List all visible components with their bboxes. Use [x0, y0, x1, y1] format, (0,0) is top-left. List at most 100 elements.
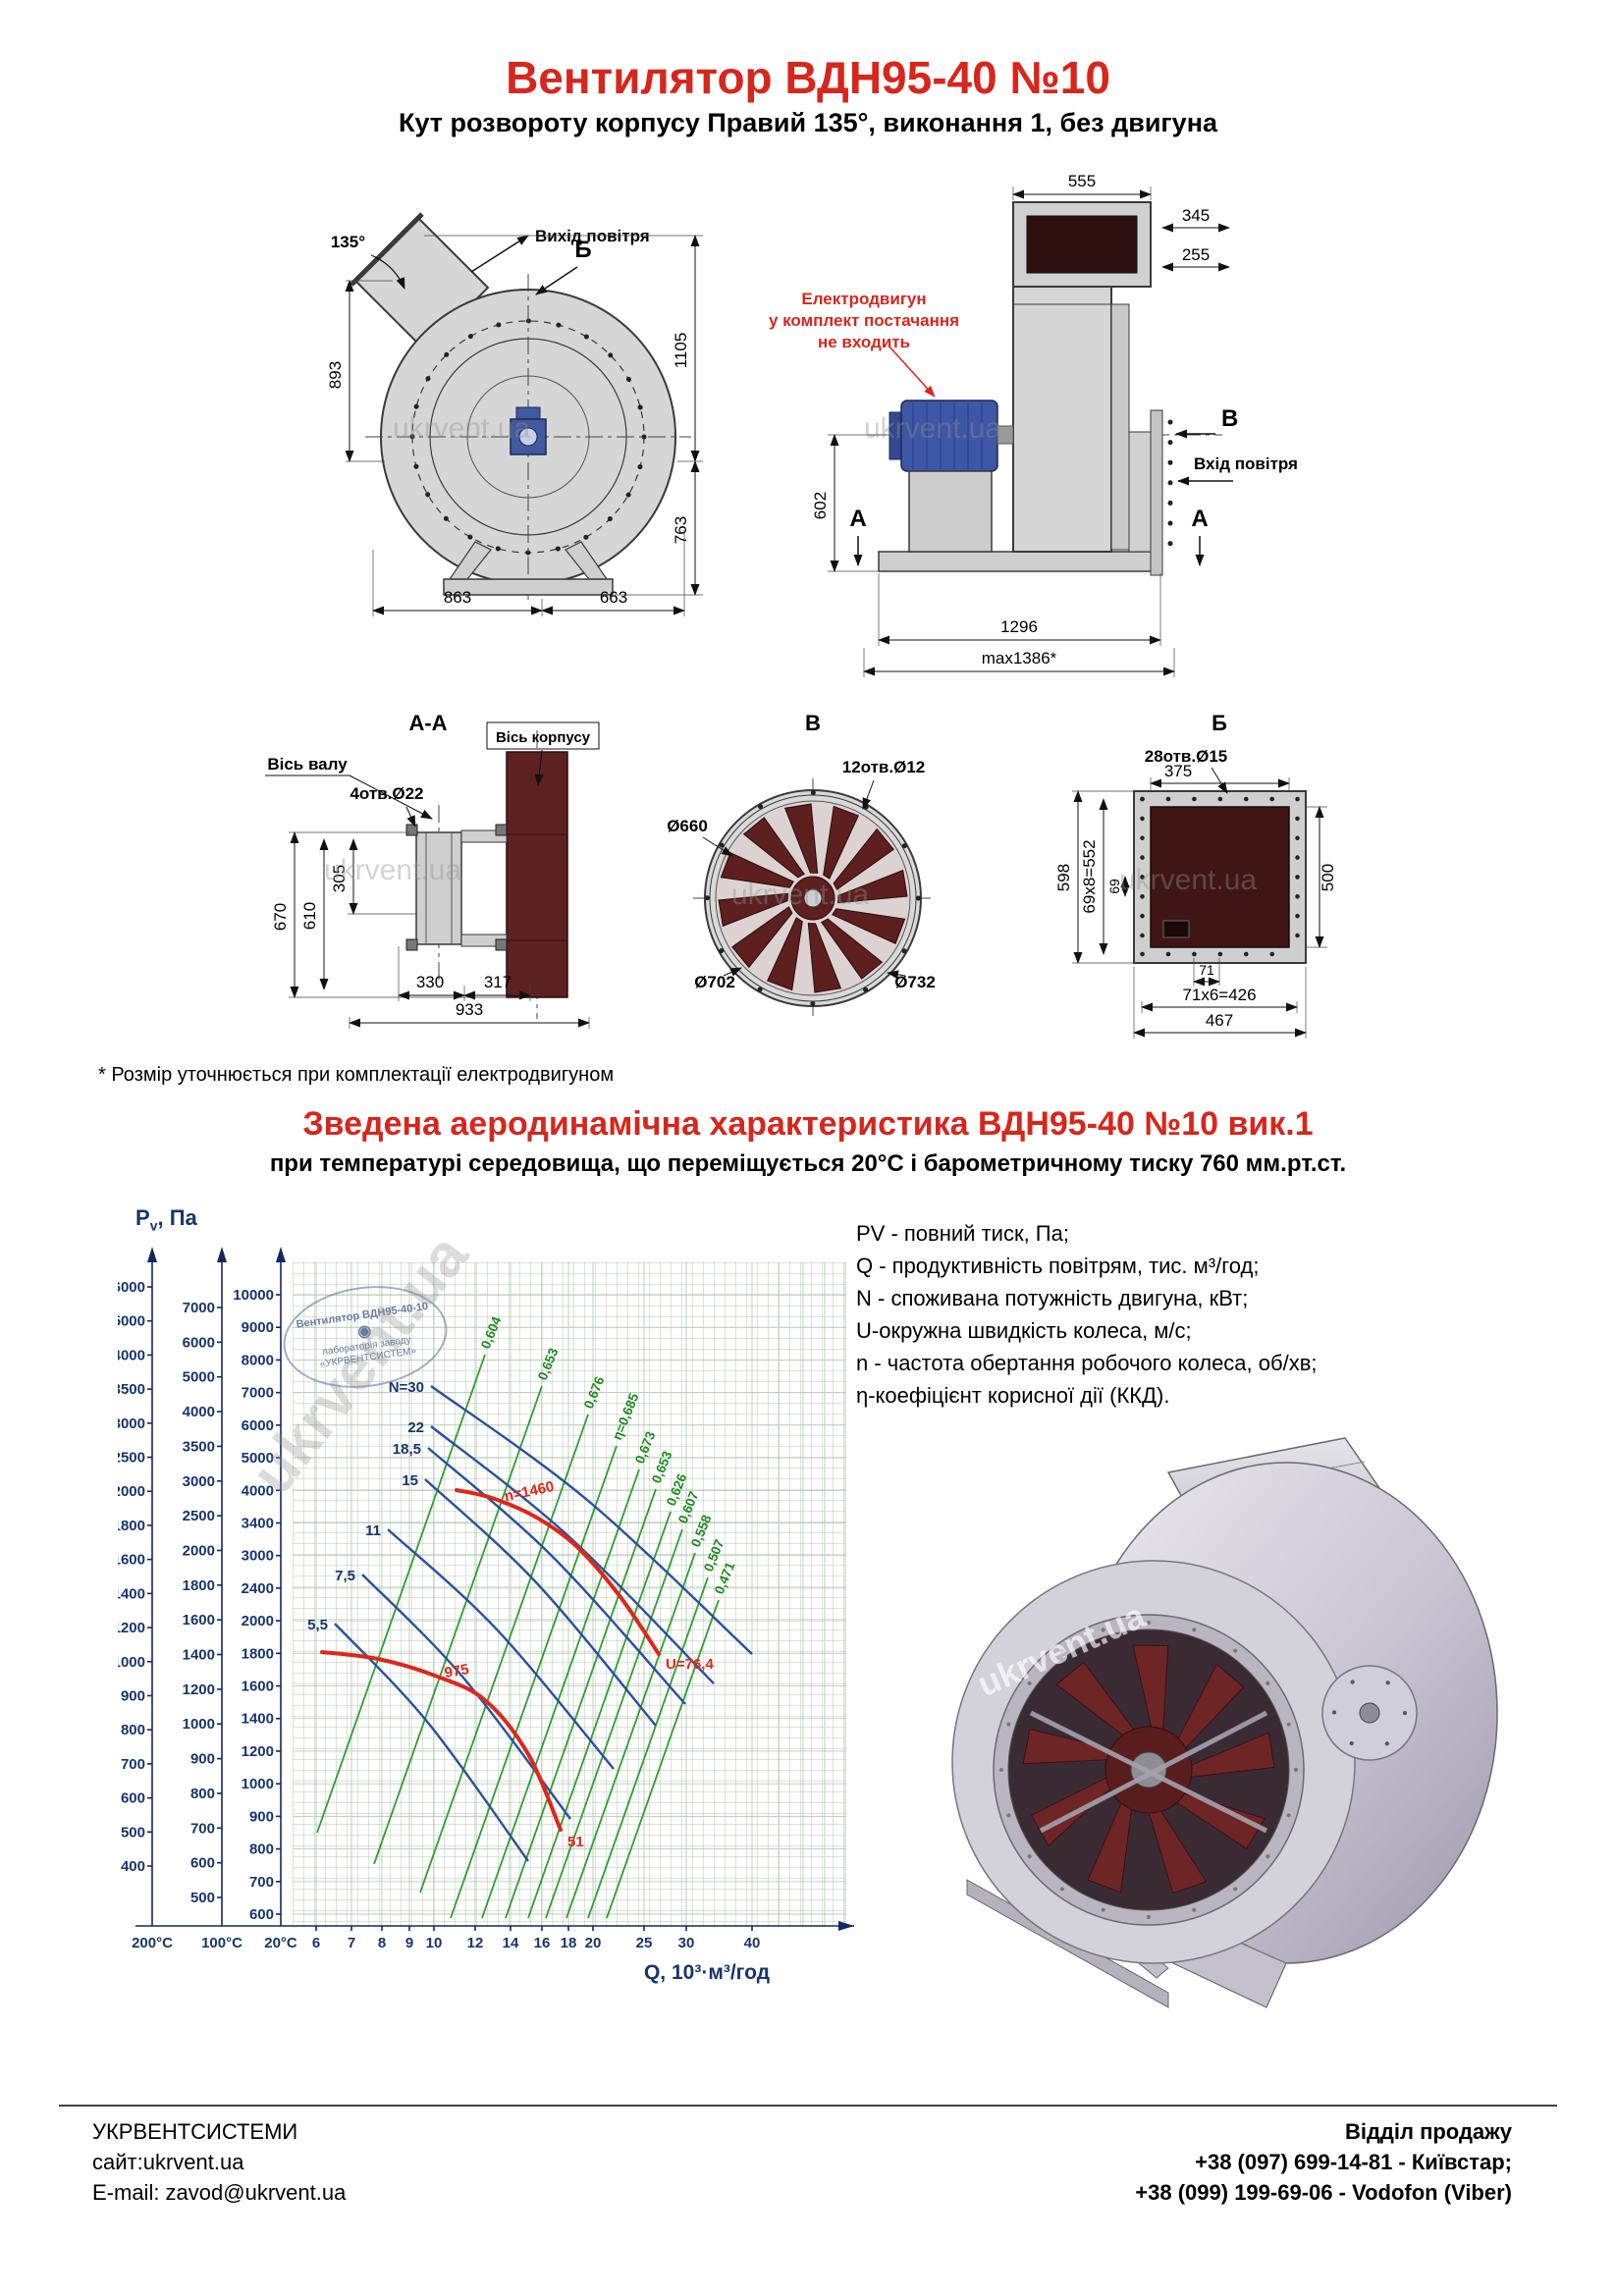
dim-305: 305: [330, 865, 349, 892]
body-axis-label: Вісь корпусу: [496, 729, 591, 746]
main-view: Вихід повітря 135° Б 893 1105 763 863 66…: [326, 212, 703, 616]
svg-text:5,5: 5,5: [307, 1617, 328, 1633]
page-title: Вентилятор ВДН95-40 №10: [506, 52, 1110, 103]
svg-text:18: 18: [561, 1935, 577, 1951]
svg-text:500: 500: [190, 1890, 215, 1906]
svg-text:40: 40: [744, 1935, 761, 1951]
svg-text:600: 600: [121, 1790, 145, 1807]
svg-text:5000: 5000: [118, 1313, 145, 1330]
chart-legend: PV - повний тиск, Па; Q - продуктивність…: [856, 1217, 1484, 1412]
dim-max1386: max1386*: [982, 649, 1057, 667]
svg-text:3400: 3400: [242, 1515, 274, 1531]
svg-text:N=30: N=30: [389, 1379, 424, 1396]
y-title-unit: , Па: [157, 1205, 197, 1230]
svg-text:1600: 1600: [118, 1552, 145, 1569]
outlet-air-label: Вихід повітря: [535, 227, 650, 245]
svg-text:2000: 2000: [118, 1483, 145, 1500]
svg-text:1800: 1800: [183, 1577, 215, 1594]
svg-text:51: 51: [567, 1834, 584, 1850]
svg-text:2400: 2400: [242, 1580, 274, 1597]
holes-4otv-label: 4отв.Ø22: [350, 784, 423, 803]
svg-text:9: 9: [405, 1935, 413, 1951]
angle-135-label: 135°: [331, 233, 365, 251]
section-aa-title: А-А: [408, 711, 447, 735]
svg-text:7000: 7000: [183, 1300, 215, 1316]
section-b-title: Б: [1212, 711, 1227, 735]
svg-text:9000: 9000: [242, 1319, 274, 1336]
svg-text:2000: 2000: [183, 1542, 215, 1559]
y-title-p: P: [135, 1205, 150, 1230]
dim-610: 610: [300, 902, 319, 930]
svg-text:700: 700: [121, 1756, 145, 1773]
view-v-marker: В: [1221, 405, 1238, 432]
svg-text:900: 900: [249, 1808, 274, 1825]
dim-69: 69: [1106, 879, 1122, 894]
svg-text:700: 700: [190, 1820, 215, 1837]
section-v: В 12отв.Ø12 Ø660 Ø702 Ø732: [667, 711, 936, 1018]
svg-text:1000: 1000: [183, 1716, 215, 1733]
legend-line: PV - повний тиск, Па;: [856, 1221, 1069, 1246]
company-email[interactable]: E-mail: zavod@ukrvent.ua: [92, 2180, 347, 2206]
svg-text:16: 16: [534, 1935, 551, 1951]
legend-line: Q - продуктивність повітрям, тис. м³/год…: [856, 1254, 1260, 1278]
svg-text:1200: 1200: [183, 1682, 215, 1698]
holes-28otv-label: 28отв.Ø15: [1145, 747, 1228, 766]
footer-sales-block: Відділ продажу +38 (097) 699-14-81 - Киї…: [1135, 2116, 1512, 2209]
sales-phone-1[interactable]: +38 (097) 699-14-81 - Київстар;: [1195, 2150, 1512, 2175]
svg-text:4000: 4000: [242, 1482, 274, 1499]
legend-line: N - споживана потужність двигуна, кВт;: [856, 1286, 1249, 1310]
svg-text:20: 20: [585, 1935, 602, 1951]
dim-1105: 1105: [672, 333, 690, 369]
dia-732-label: Ø732: [894, 973, 936, 991]
dim-500: 500: [1319, 864, 1337, 891]
svg-text:3000: 3000: [183, 1473, 215, 1490]
dim-255: 255: [1182, 245, 1210, 264]
svg-text:0,653: 0,653: [649, 1449, 675, 1485]
dia-660-label: Ø660: [667, 817, 708, 835]
chart-axes: 6000500040003500300025002000180016001400…: [118, 1247, 854, 1951]
svg-text:12: 12: [467, 1935, 484, 1951]
company-site[interactable]: сайт:ukrvent.ua: [92, 2150, 244, 2175]
dim-602: 602: [811, 492, 830, 519]
svg-text:3500: 3500: [118, 1381, 145, 1398]
dim-863: 863: [444, 588, 471, 607]
svg-text:4000: 4000: [183, 1404, 215, 1420]
x-axis-title: Q, 10³·м³/год: [644, 1961, 770, 1984]
svg-text:14: 14: [503, 1935, 519, 1951]
dim-663: 663: [600, 588, 627, 607]
svg-text:800: 800: [190, 1786, 215, 1802]
svg-text:1400: 1400: [242, 1711, 274, 1728]
svg-text:600: 600: [249, 1906, 274, 1923]
svg-text:U=76,4: U=76,4: [666, 1656, 714, 1673]
svg-text:100°C: 100°C: [201, 1935, 242, 1951]
dim-69x8: 69x8=552: [1080, 839, 1099, 913]
svg-text:800: 800: [249, 1842, 274, 1858]
svg-text:900: 900: [121, 1687, 145, 1704]
sales-phone-2[interactable]: +38 (099) 199-69-06 - Vodofon (Viber): [1135, 2180, 1512, 2206]
section-aa: А-А Вісь валу Вісь корпусу 4отв.Ø22: [265, 711, 600, 1029]
svg-text:900: 900: [190, 1751, 215, 1768]
dim-893: 893: [326, 361, 345, 389]
holes-12otv-label: 12отв.Ø12: [842, 758, 926, 776]
svg-text:6000: 6000: [242, 1417, 274, 1434]
svg-text:1000: 1000: [242, 1776, 274, 1792]
svg-text:3000: 3000: [242, 1548, 274, 1565]
dim-345: 345: [1182, 206, 1210, 225]
svg-text:8000: 8000: [242, 1352, 274, 1368]
svg-text:1600: 1600: [183, 1612, 215, 1629]
motor-note: Електродвигун у комплект постачання не в…: [744, 289, 984, 353]
svg-text:25: 25: [636, 1935, 653, 1951]
dim-330: 330: [416, 973, 444, 991]
svg-text:700: 700: [249, 1874, 274, 1891]
svg-text:500: 500: [121, 1824, 145, 1841]
aero-subheading: при температурі середовища, що переміщує…: [269, 1150, 1347, 1177]
svg-text:4000: 4000: [118, 1347, 145, 1363]
y-axis-title: Pv, Па: [135, 1205, 197, 1233]
view-b-marker: Б: [574, 237, 591, 263]
dim-598: 598: [1054, 864, 1073, 891]
dim-317: 317: [484, 973, 512, 991]
section-v-title: В: [805, 711, 821, 735]
legend-line: n - частота обертання робочого колеса, о…: [856, 1351, 1318, 1375]
svg-text:5000: 5000: [242, 1450, 274, 1467]
